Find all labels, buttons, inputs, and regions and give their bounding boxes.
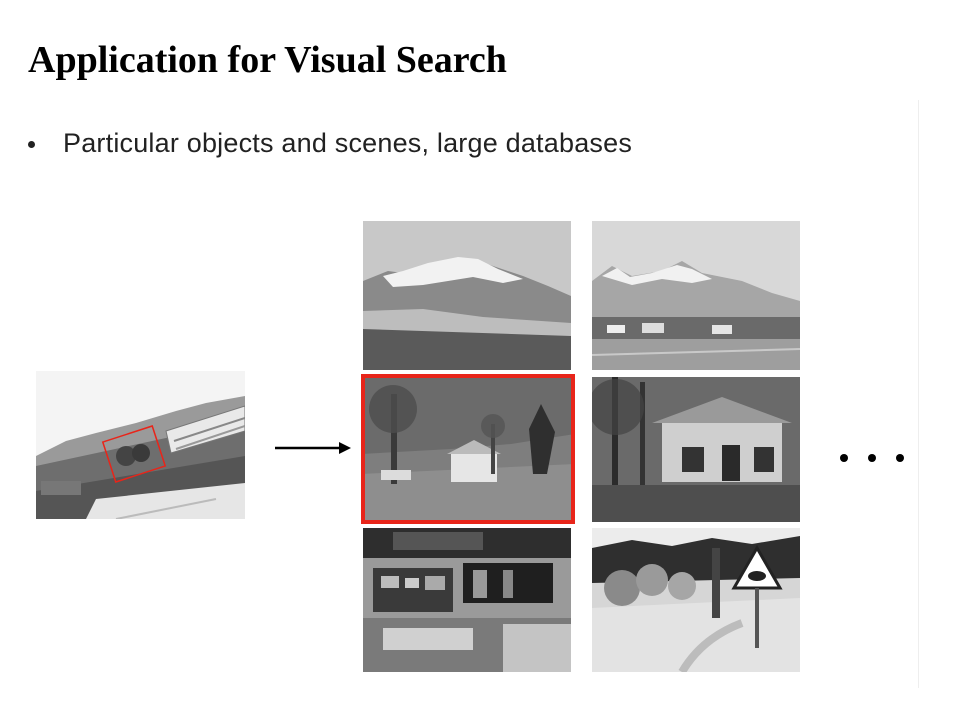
right-arrow-icon <box>275 442 351 454</box>
slide-title: Application for Visual Search <box>28 39 507 81</box>
snowy-mountain-photo <box>363 221 571 370</box>
cow-sign-park-photo <box>592 528 800 672</box>
bullet-icon <box>28 141 35 148</box>
result-image <box>363 528 571 672</box>
result-image-match <box>361 374 575 524</box>
street-scene-photo <box>36 371 245 519</box>
mountain-village-photo <box>592 221 800 370</box>
result-image <box>363 221 571 370</box>
ellipsis-icon <box>840 454 904 462</box>
result-image <box>592 377 800 522</box>
bullet-text: Particular objects and scenes, large dat… <box>63 128 633 158</box>
overgrown-building-photo <box>592 377 800 522</box>
robot-lab-photo <box>363 528 571 672</box>
bullet-item: Particular objects and scenes, large dat… <box>28 128 632 159</box>
result-image <box>592 221 800 370</box>
matched-scene-photo <box>361 374 575 524</box>
result-image <box>592 528 800 672</box>
match-highlight-frame <box>361 374 575 524</box>
query-image <box>36 371 245 519</box>
